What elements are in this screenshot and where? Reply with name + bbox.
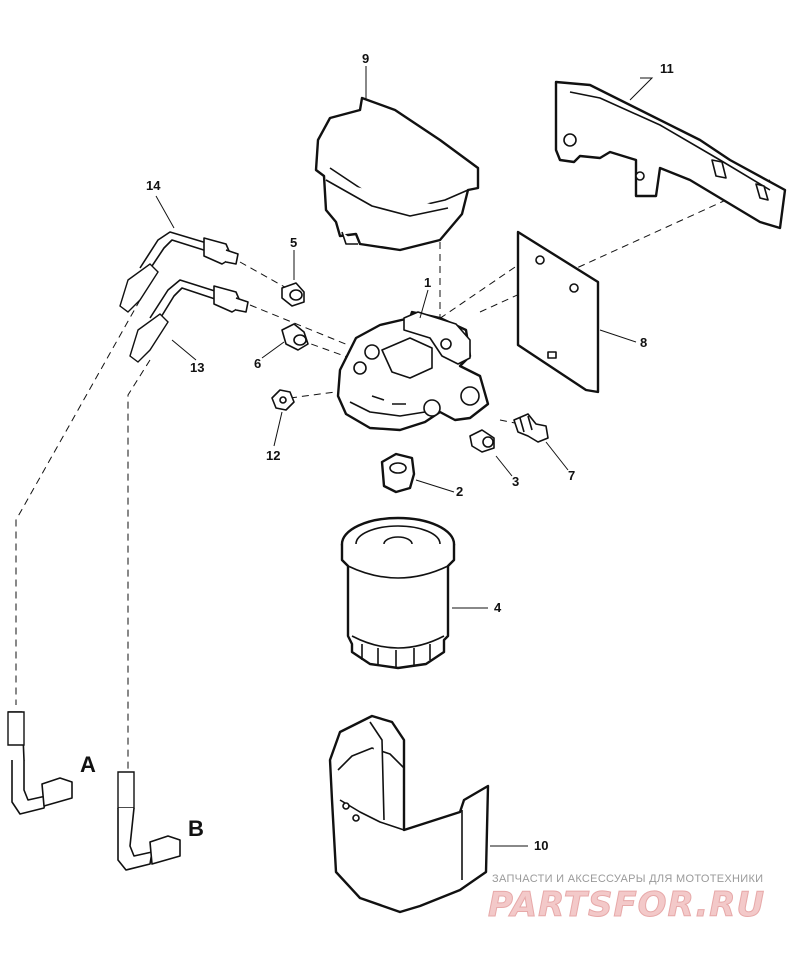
callout-leaders [155,66,654,847]
callout-11: 11 [660,61,674,76]
connection-label-a: A [80,752,96,777]
part-10-guard [328,714,490,914]
part-2-adapter [380,452,416,494]
part-13-fuel-line-b [117,279,249,871]
watermark-tagline: ЗАПЧАСТИ И АКСЕССУАРЫ ДЛЯ МОТОТЕХНИКИ [492,873,763,885]
callout-7: 7 [568,468,575,483]
part-4-filter-cartridge [340,516,456,670]
callout-3: 3 [512,474,519,489]
callout-8: 8 [640,335,647,350]
callout-5: 5 [290,235,297,250]
part-6-fitting [281,323,309,351]
callout-13: 13 [190,360,204,375]
callout-10: 10 [534,838,548,853]
watermark: ЗАПЧАСТИ И АКСЕССУАРЫ ДЛЯ МОТОТЕХНИКИ PA… [488,873,765,926]
part-14-fuel-line-a [7,231,239,815]
part-9-cover [314,96,480,252]
callout-4: 4 [494,600,502,615]
part-12-nut [271,389,295,411]
callout-1: 1 [424,275,431,290]
part-3-plug [469,429,495,453]
part-11-bracket [554,80,787,230]
callout-12: 12 [266,448,280,463]
watermark-logo: PARTSFOR.RU [488,885,765,925]
part-1-filter-head [336,310,490,432]
part-7-bleed-screw [513,413,549,443]
callout-6: 6 [254,356,261,371]
callout-2: 2 [456,484,463,499]
part-5-fitting [281,282,305,307]
connection-label-b: B [188,816,204,841]
callout-9: 9 [362,51,369,66]
callout-labels: 9 11 14 5 1 8 6 13 12 3 7 2 4 10 A B [80,51,674,853]
part-8-gasket [516,230,600,394]
callout-14: 14 [146,178,161,193]
